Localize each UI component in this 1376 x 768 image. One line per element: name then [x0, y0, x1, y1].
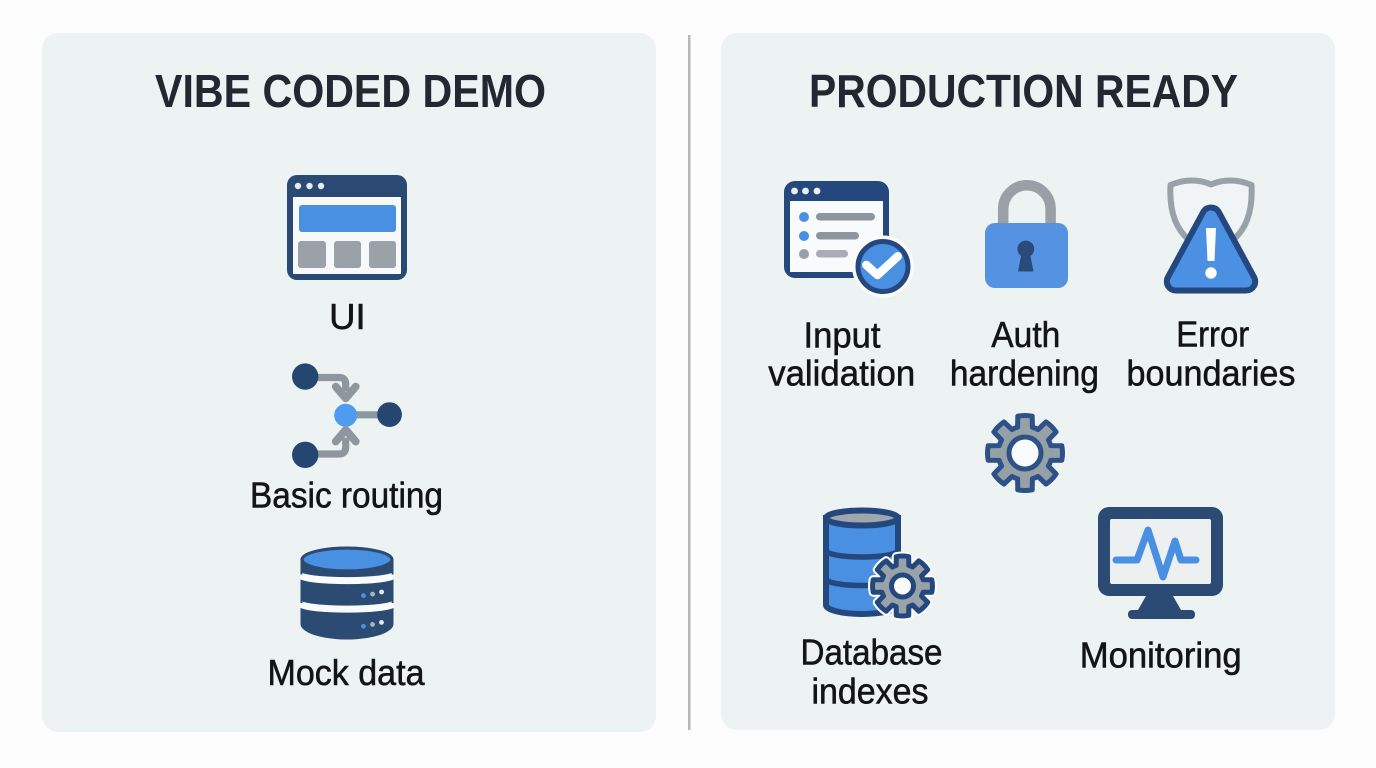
svg-text:Database: Database: [801, 632, 943, 673]
svg-text:Input: Input: [804, 315, 881, 356]
svg-text:validation: validation: [768, 353, 915, 394]
svg-text:Auth: Auth: [991, 314, 1060, 355]
svg-text:boundaries: boundaries: [1127, 352, 1296, 393]
svg-text:UI: UI: [329, 296, 366, 337]
svg-text:indexes: indexes: [812, 671, 929, 712]
svg-text:hardening: hardening: [950, 352, 1099, 393]
svg-text:Monitoring: Monitoring: [1080, 635, 1242, 676]
svg-text:PRODUCTION READY: PRODUCTION READY: [809, 65, 1238, 117]
svg-text:VIBE CODED DEMO: VIBE CODED DEMO: [155, 65, 546, 117]
svg-text:Mock data: Mock data: [268, 652, 426, 693]
svg-text:Error: Error: [1176, 313, 1249, 354]
svg-text:Basic routing: Basic routing: [250, 475, 443, 516]
